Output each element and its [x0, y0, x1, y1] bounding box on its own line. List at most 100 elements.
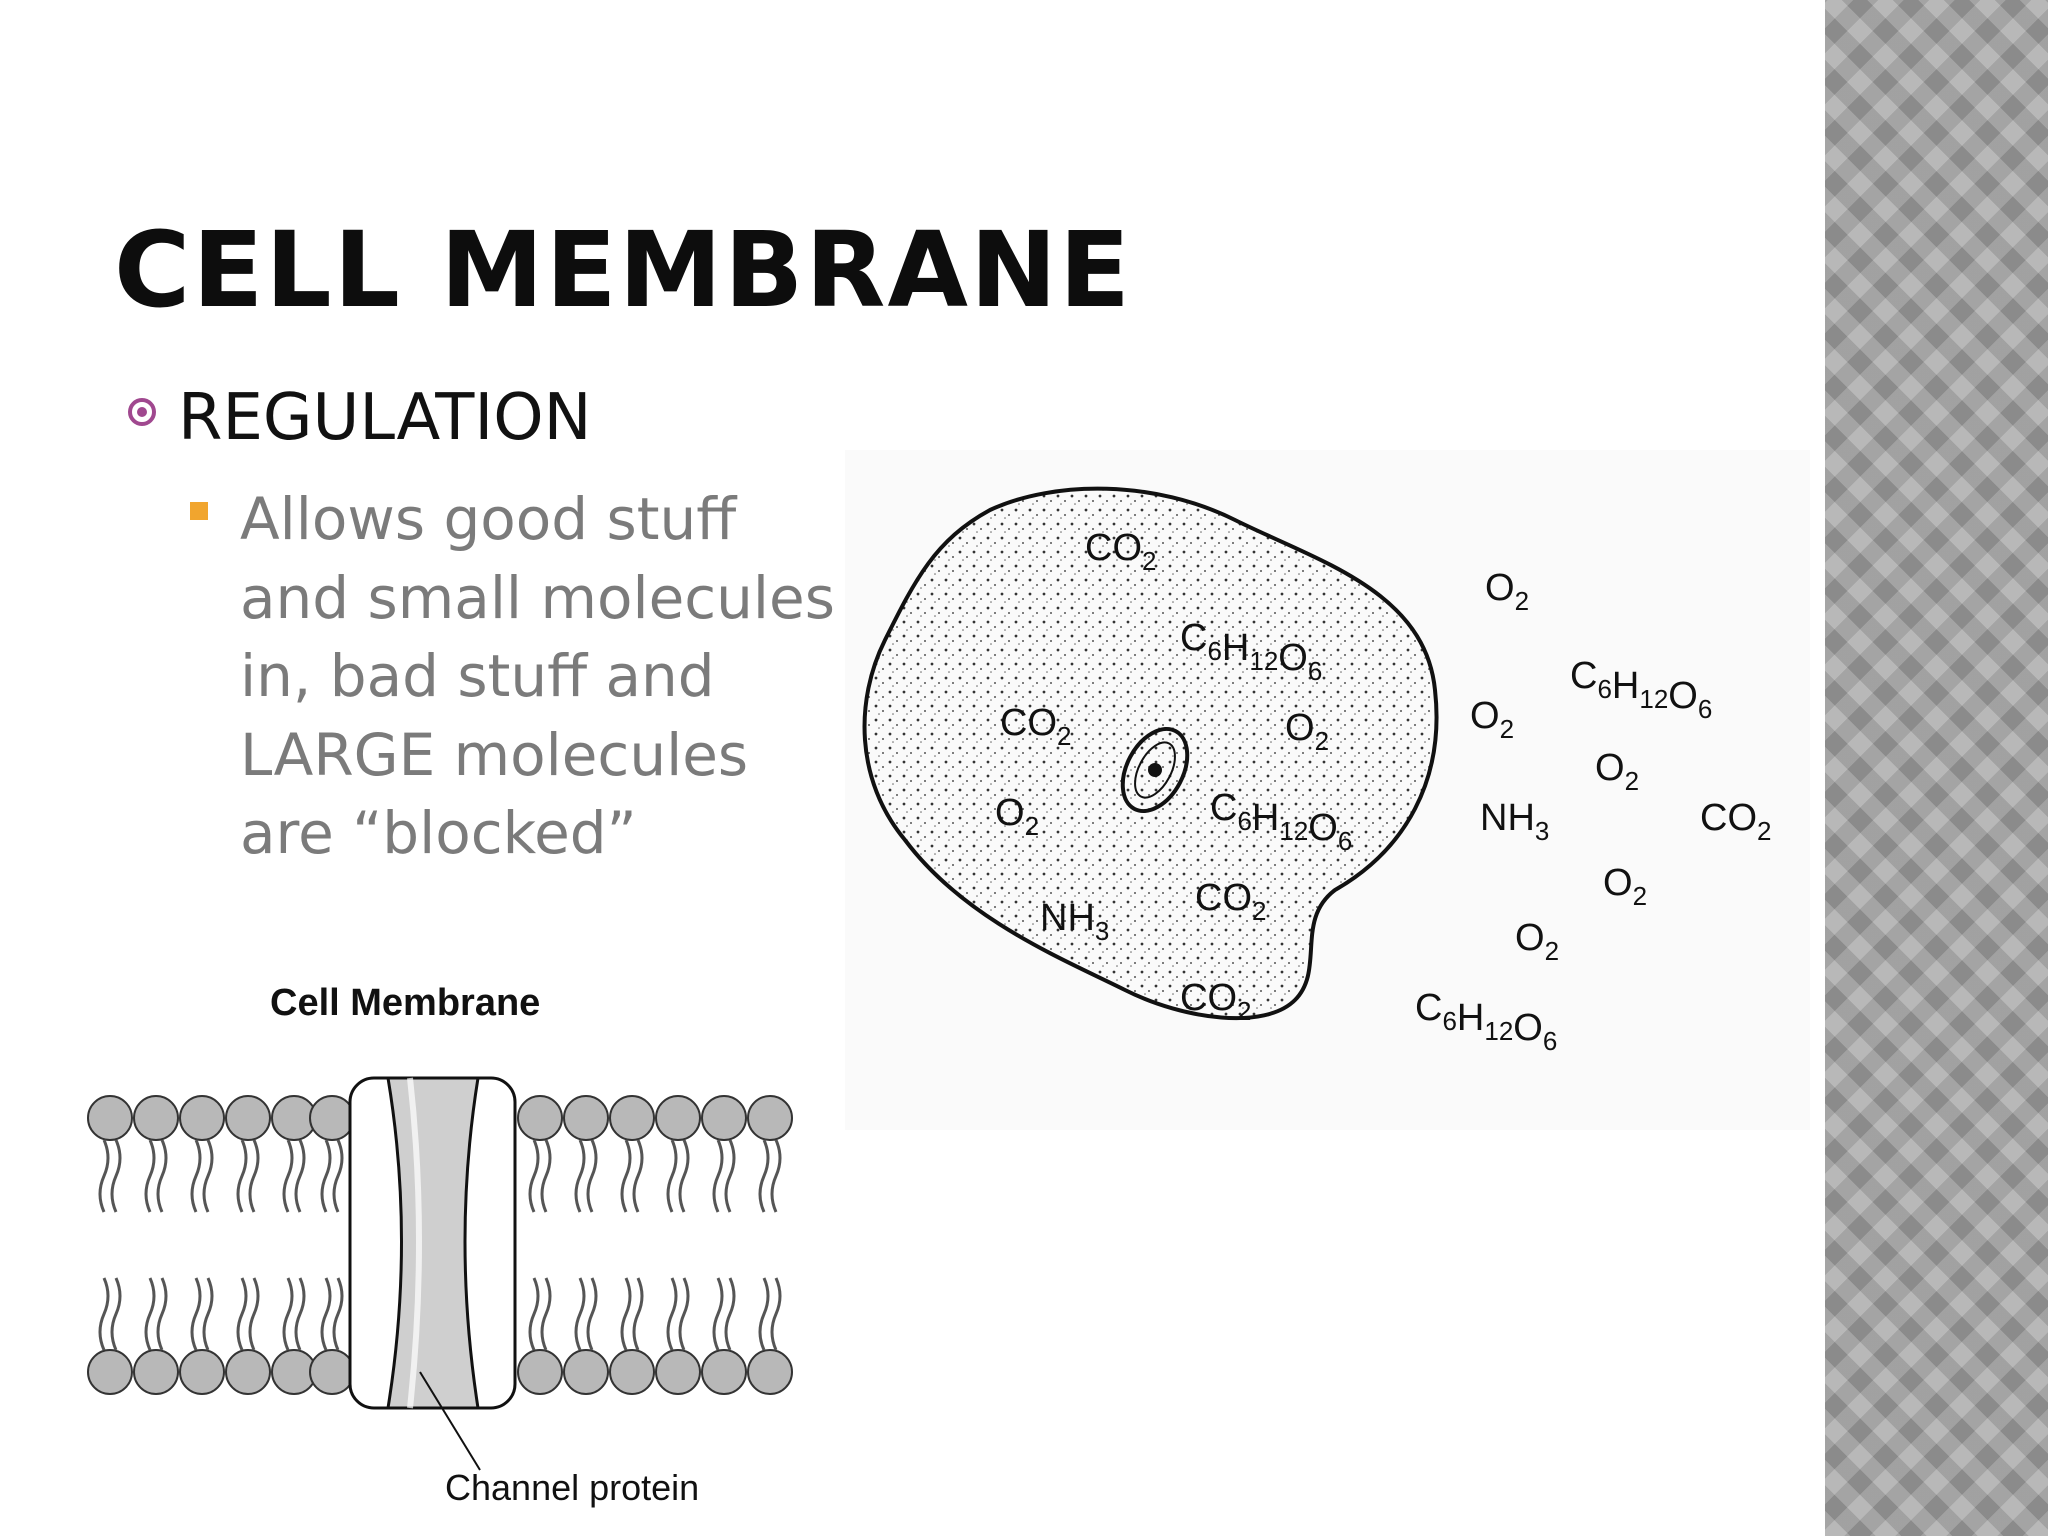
- lipid-tail: [282, 1277, 294, 1351]
- lipid-head: [609, 1349, 655, 1395]
- lipid-tail: [712, 1277, 724, 1351]
- lipid-tail: [236, 1277, 248, 1351]
- molecule-label: C6H12O6: [1180, 617, 1322, 686]
- lipid-head: [309, 1349, 355, 1395]
- lipid-tail: [724, 1139, 736, 1213]
- lipid-tail: [678, 1277, 690, 1351]
- lipid-tail: [758, 1139, 770, 1213]
- phospholipids-left: [87, 1095, 355, 1395]
- lipid-tail: [712, 1139, 724, 1213]
- lipid-tail: [528, 1277, 540, 1351]
- molecule-label: O2: [1515, 917, 1559, 966]
- molecule-label: NH3: [1480, 797, 1549, 846]
- lipid-tail: [294, 1139, 306, 1213]
- lipid-tail: [98, 1139, 110, 1213]
- lipid-tail: [678, 1139, 690, 1213]
- lipid-head: [133, 1349, 179, 1395]
- lipid-head: [179, 1095, 225, 1141]
- decorative-side-panel: [1825, 0, 2048, 1536]
- lipid-head: [655, 1349, 701, 1395]
- phospholipids-right: [517, 1095, 793, 1395]
- lipid-tail: [758, 1277, 770, 1351]
- lipid-head: [747, 1095, 793, 1141]
- molecule-label: CO2: [1000, 702, 1071, 751]
- lipid-tail: [282, 1139, 294, 1213]
- lipid-tail: [236, 1139, 248, 1213]
- membrane-figure-title: Cell Membrane: [270, 982, 540, 1024]
- lipid-head: [655, 1095, 701, 1141]
- lipid-head: [563, 1349, 609, 1395]
- channel-protein: [348, 1076, 517, 1410]
- lipid-tail: [332, 1139, 344, 1213]
- molecule-label: O2: [1595, 747, 1639, 796]
- lipid-tail: [540, 1139, 552, 1213]
- lipid-tail: [586, 1139, 598, 1213]
- lipid-tail: [620, 1139, 632, 1213]
- circle-bullet-icon: [128, 398, 156, 426]
- lipid-tail: [320, 1139, 332, 1213]
- lipid-tail: [574, 1277, 586, 1351]
- lipid-tail: [110, 1277, 122, 1351]
- lipid-head: [517, 1095, 563, 1141]
- lipid-tail: [320, 1277, 332, 1351]
- molecule-label: CO2: [1085, 527, 1156, 576]
- lipid-head: [609, 1095, 655, 1141]
- lipid-head: [87, 1095, 133, 1141]
- lipid-tail: [632, 1277, 644, 1351]
- molecule-label: O2: [1285, 707, 1329, 756]
- lipid-head: [133, 1095, 179, 1141]
- lipid-tail: [574, 1139, 586, 1213]
- lipid-tail: [294, 1277, 306, 1351]
- cell-outline: [862, 486, 1439, 1021]
- molecule-label: NH3: [1040, 897, 1109, 946]
- molecule-label: O2: [995, 792, 1039, 841]
- molecule-label: CO2: [1180, 977, 1251, 1026]
- lipid-head: [87, 1349, 133, 1395]
- lipid-tail: [190, 1139, 202, 1213]
- lipid-tail: [144, 1277, 156, 1351]
- molecule-label: C6H12O6: [1415, 987, 1557, 1056]
- bullet-level1: REGULATION: [128, 378, 592, 458]
- bullet-level1-text: REGULATION: [178, 381, 592, 455]
- molecule-label: CO2: [1700, 797, 1771, 846]
- lipid-tail: [770, 1139, 782, 1213]
- lipid-tail: [620, 1277, 632, 1351]
- lipid-head: [563, 1095, 609, 1141]
- molecule-label: C6H12O6: [1210, 787, 1352, 856]
- channel-protein-label: Channel protein: [445, 1467, 699, 1508]
- lipid-tail: [156, 1139, 168, 1213]
- lipid-head: [701, 1349, 747, 1395]
- lipid-head: [517, 1349, 563, 1395]
- slide-title: CELL MEMBRANE: [114, 209, 1133, 331]
- lipid-head: [701, 1095, 747, 1141]
- molecule-label: O2: [1485, 567, 1529, 616]
- molecule-label: O2: [1603, 862, 1647, 911]
- nucleus-icon: [1120, 726, 1190, 814]
- lipid-head: [309, 1095, 355, 1141]
- bullet-level2-text: Allows good stuff and small molecules in…: [240, 485, 835, 867]
- lipid-tail: [586, 1277, 598, 1351]
- lipid-tail: [248, 1277, 260, 1351]
- lipid-tail: [332, 1277, 344, 1351]
- lipid-head: [747, 1349, 793, 1395]
- bullet-level2: Allows good stuff and small molecules in…: [190, 480, 850, 873]
- lipid-head: [179, 1349, 225, 1395]
- lipid-head: [225, 1095, 271, 1141]
- lipid-tail: [190, 1277, 202, 1351]
- slide: CELL MEMBRANE REGULATION Allows good stu…: [87, 209, 1772, 1508]
- lipid-tail: [666, 1277, 678, 1351]
- lipid-tail: [144, 1139, 156, 1213]
- square-bullet-icon: [190, 502, 208, 520]
- lipid-tail: [202, 1277, 214, 1351]
- channel-protein-pointer: [419, 1371, 481, 1471]
- molecule-label: O2: [1470, 695, 1514, 744]
- lipid-tail: [98, 1277, 110, 1351]
- lipid-tail: [632, 1139, 644, 1213]
- lipid-tail: [156, 1277, 168, 1351]
- molecule-label: C6H12O6: [1570, 655, 1712, 724]
- lipid-tail: [248, 1139, 260, 1213]
- lipid-tail: [724, 1277, 736, 1351]
- lipid-head: [225, 1349, 271, 1395]
